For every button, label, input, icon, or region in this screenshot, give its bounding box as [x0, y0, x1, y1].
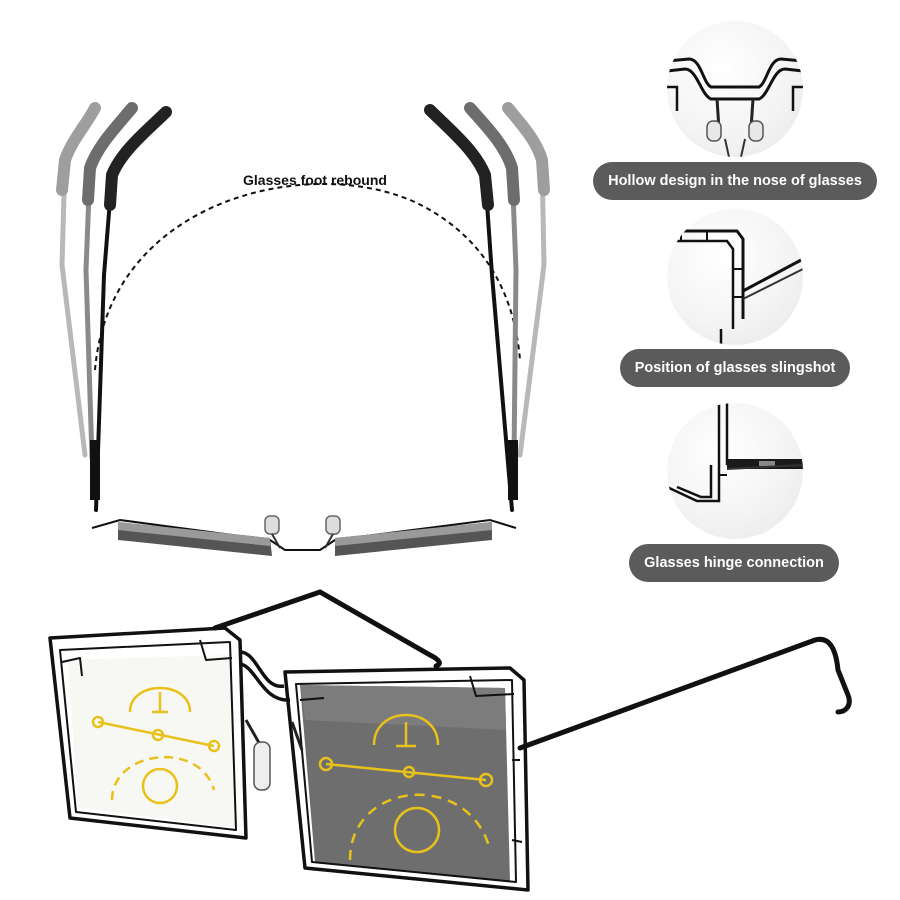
slingshot-position-label: Position of glasses slingshot [620, 349, 850, 387]
right-temple-faded-2 [502, 102, 550, 458]
nose-bridge-detail-image [667, 21, 803, 157]
right-lens [300, 685, 510, 882]
left-temple-faded-2 [56, 102, 101, 458]
slingshot-detail-image [667, 209, 803, 345]
glasses-frame [48, 626, 530, 892]
nose-hollow-design-label: Hollow design in the nose of glasses [593, 162, 877, 200]
hinge-detail-image [667, 403, 803, 539]
glasses-temple-arm [517, 636, 852, 751]
right-lens-progressive-zones [318, 713, 494, 861]
nose-pads [244, 719, 304, 791]
left-temple-faded-1 [82, 102, 138, 461]
left-lens-progressive-zones [91, 686, 221, 805]
left-temple [94, 106, 172, 512]
left-lens [68, 655, 238, 828]
rebound-arc [94, 183, 521, 371]
frame-top-view [91, 515, 517, 556]
hinge-connection-label: Glasses hinge connection [629, 544, 839, 582]
right-temple [424, 104, 514, 512]
rebound-label: Glasses foot rebound [243, 172, 387, 188]
glasses-front-view [48, 589, 852, 892]
right-temple-faded-1 [464, 102, 520, 461]
rebound-illustration [56, 102, 550, 556]
